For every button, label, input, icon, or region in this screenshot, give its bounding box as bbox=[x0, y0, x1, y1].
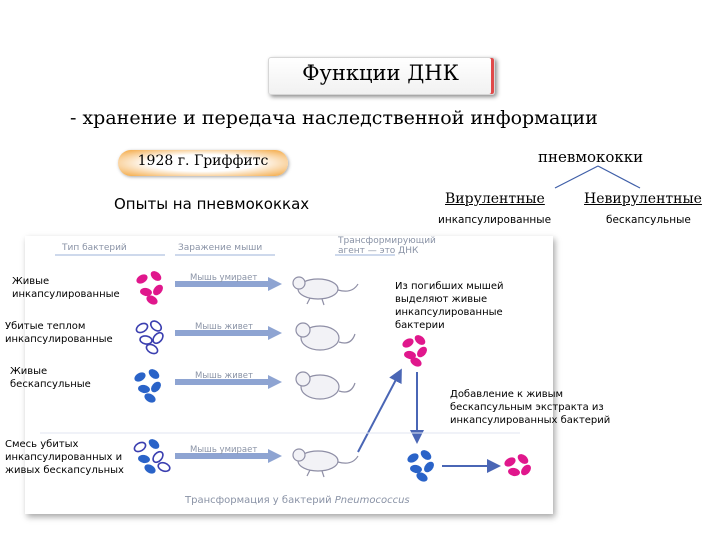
year-pill bbox=[118, 150, 288, 176]
caption-text: Трансформация у бактерий bbox=[185, 495, 332, 506]
nonvirulent-label: Невирулентные bbox=[584, 191, 702, 207]
bacteria-row4 bbox=[133, 439, 171, 474]
figure-panel bbox=[25, 236, 553, 514]
bacteria-magenta-result bbox=[504, 454, 531, 477]
slide-subtitle: - хранение и передача наследственной инф… bbox=[70, 107, 598, 129]
virulent-sub: инкапсулированные bbox=[438, 214, 552, 226]
bacteria-blue-result bbox=[407, 450, 434, 482]
arrow-text-2: Мышь живет bbox=[195, 322, 253, 332]
pneumococci-label: пневмококки bbox=[538, 148, 644, 166]
virulent-label: Вирулентные bbox=[445, 191, 545, 207]
slide-title: Функции ДНК bbox=[302, 61, 459, 85]
col-header-agent: Трансформирующий агент — это ДНК bbox=[338, 236, 436, 256]
mouse-alive-1 bbox=[295, 322, 356, 351]
row-label-4: Смесь убитых инкапсулированных и живых б… bbox=[5, 439, 124, 476]
mouse-alive-2 bbox=[295, 371, 356, 400]
arrow-text-4: Мышь умирает bbox=[190, 445, 258, 455]
figure-caption: Трансформация у бактерий Pneumococcus bbox=[185, 495, 410, 506]
arrow-text-1: Мышь умирает bbox=[190, 273, 258, 283]
bacteria-row3 bbox=[134, 369, 161, 403]
caption-species: Pneumococcus bbox=[334, 495, 410, 506]
mouse-dead-1 bbox=[292, 276, 359, 306]
year-pill-text: 1928 г. Гриффитс bbox=[137, 153, 269, 169]
bacteria-row1 bbox=[136, 271, 163, 305]
nonvirulent-sub: бескапсульные bbox=[606, 214, 691, 226]
row-label-3: Живые бескапсульные bbox=[10, 366, 91, 390]
arrow-text-3: Мышь живет bbox=[195, 371, 253, 381]
mouse-dead-2 bbox=[292, 448, 359, 478]
title-box bbox=[268, 57, 495, 95]
note-bottom: Добавление к живым бескапсульным экстрак… bbox=[450, 389, 611, 426]
bacteria-recovered bbox=[402, 335, 427, 367]
row-label-2: Убитые теплом инкапсулированные bbox=[5, 321, 113, 345]
col-header-type: Тип бактерий bbox=[62, 243, 127, 253]
row-label-1: Живые инкапсулированные bbox=[12, 276, 120, 300]
col-header-infection: Заражение мыши bbox=[178, 243, 263, 253]
experiments-label: Опыты на пневмококках bbox=[114, 195, 310, 213]
note-top: Из погибших мышей выделяют живые инкапсу… bbox=[395, 281, 504, 331]
bacteria-row2 bbox=[135, 320, 164, 355]
